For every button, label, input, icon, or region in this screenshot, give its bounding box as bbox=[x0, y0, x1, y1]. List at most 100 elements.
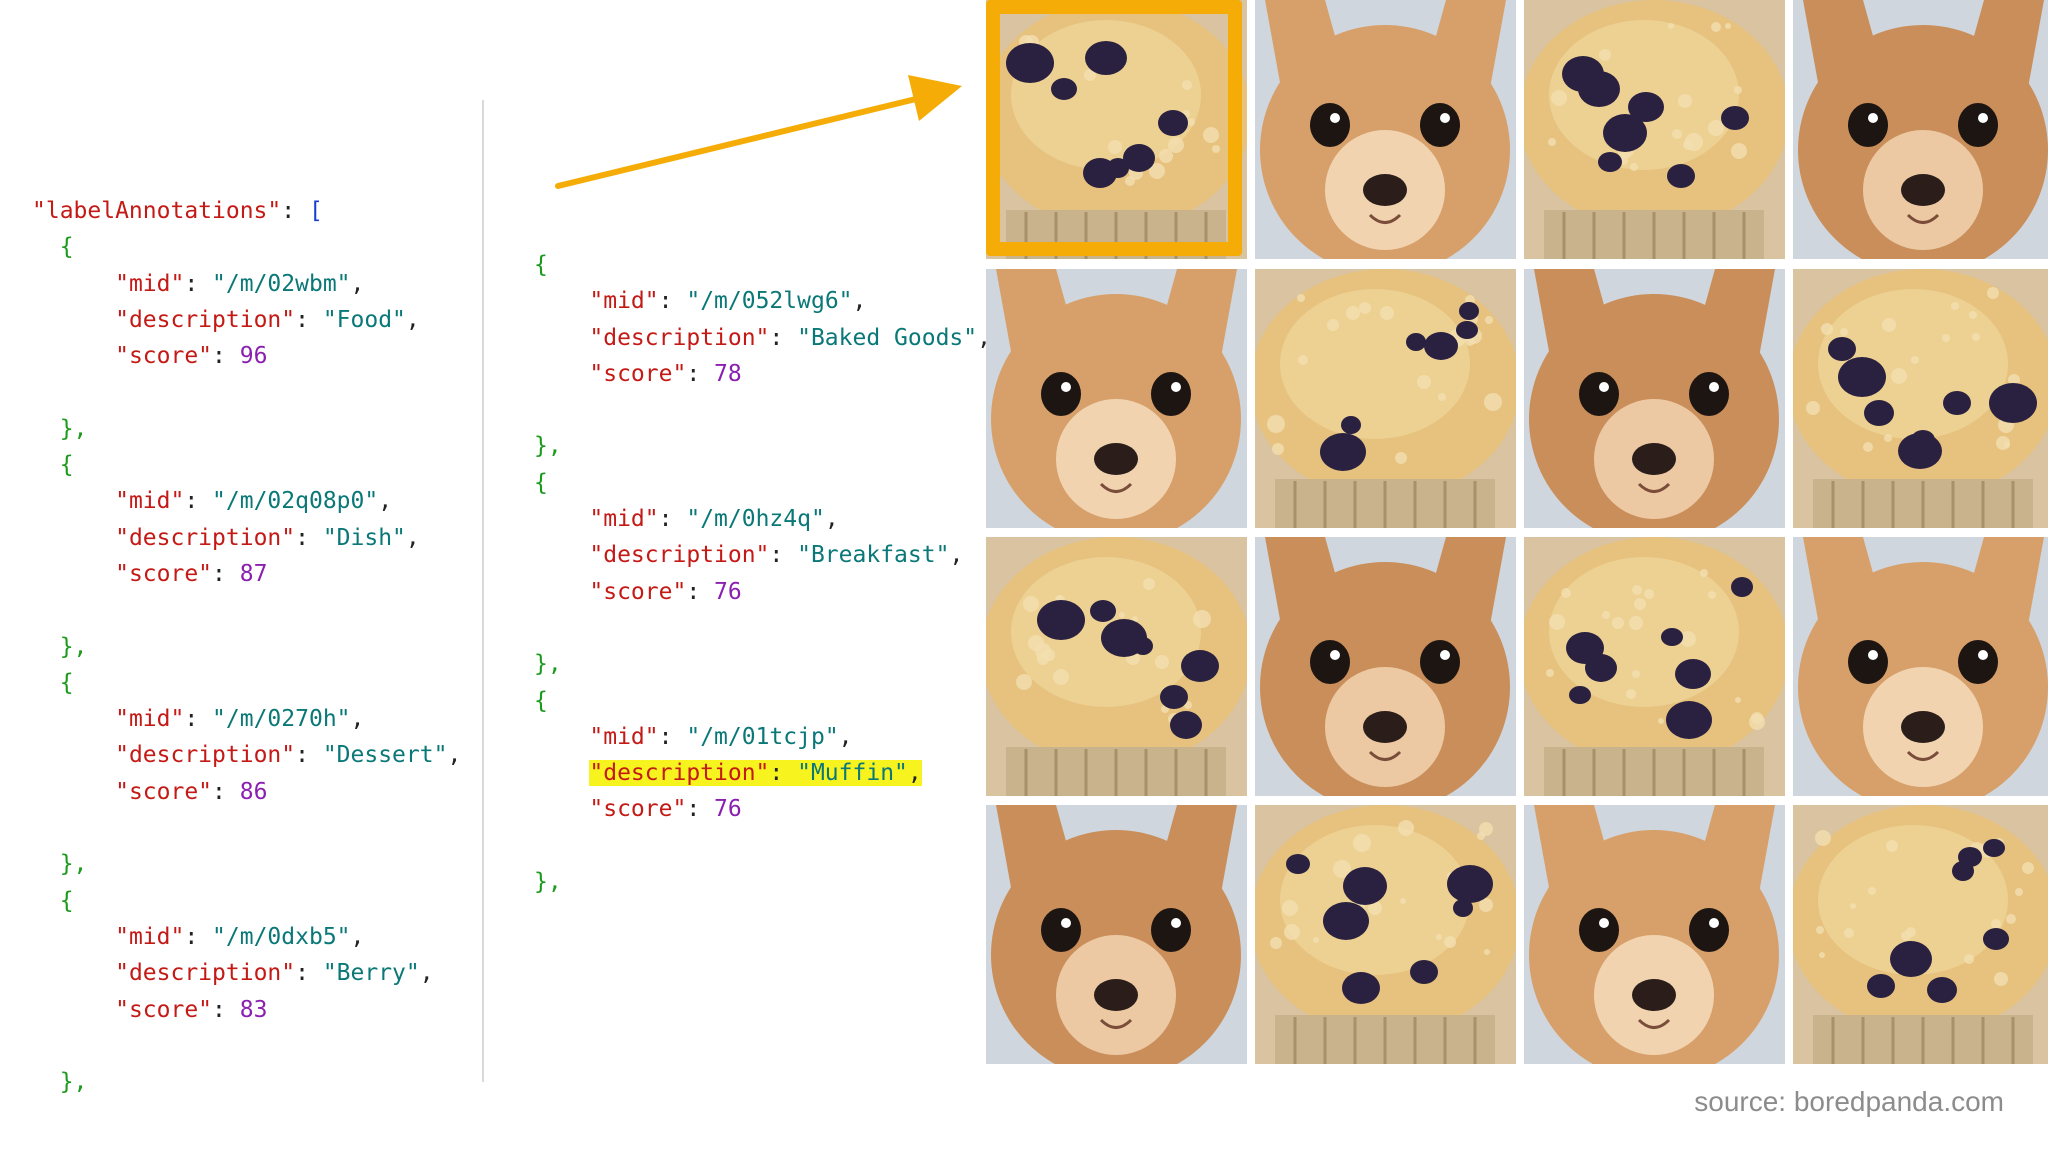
bracket-open: [ bbox=[308, 198, 323, 224]
colon: : bbox=[769, 324, 798, 351]
colon: : bbox=[212, 778, 240, 805]
muffin-photo bbox=[1793, 269, 2048, 528]
comma: , bbox=[824, 506, 839, 533]
colon: : bbox=[686, 796, 715, 823]
description-value: "Dessert" bbox=[322, 742, 448, 769]
colon: : bbox=[212, 996, 240, 1023]
description-value: "Food" bbox=[322, 306, 406, 333]
highlight-box bbox=[986, 0, 1242, 256]
brace-close: }, bbox=[59, 851, 88, 878]
header-key: "labelAnnotations" bbox=[32, 198, 282, 224]
key-score: "score" bbox=[589, 796, 687, 823]
key-description: "description" bbox=[589, 760, 770, 787]
chihuahua-photo bbox=[986, 805, 1247, 1064]
chihuahua-photo bbox=[1524, 805, 1785, 1064]
chihuahua-photo bbox=[986, 269, 1247, 528]
colon: : bbox=[658, 506, 687, 533]
comma: , bbox=[852, 288, 867, 315]
description-value: "Dish" bbox=[322, 524, 406, 551]
score-value: 83 bbox=[239, 996, 268, 1023]
brace-close: }, bbox=[534, 869, 562, 896]
brace-close: }, bbox=[534, 651, 562, 678]
comma: , bbox=[378, 488, 393, 515]
mid-value: "/m/0dxb5" bbox=[212, 923, 351, 950]
colon: : bbox=[295, 960, 323, 987]
comma: , bbox=[949, 542, 964, 569]
comma: , bbox=[419, 960, 434, 987]
comma: , bbox=[405, 524, 420, 551]
colon: : bbox=[686, 578, 715, 605]
comma: , bbox=[405, 306, 420, 333]
colon: : bbox=[295, 306, 323, 333]
mid-value: "/m/01tcjp" bbox=[686, 723, 839, 750]
muffin-photo bbox=[1255, 805, 1516, 1064]
key-score: "score" bbox=[589, 360, 687, 387]
key-mid: "mid" bbox=[589, 506, 659, 533]
key-mid: "mid" bbox=[589, 288, 659, 315]
colon: : bbox=[281, 198, 309, 224]
colon: : bbox=[769, 760, 798, 787]
comma: , bbox=[350, 706, 365, 733]
muffin-photo bbox=[986, 537, 1247, 796]
muffin-photo bbox=[1793, 805, 2048, 1064]
chihuahua-photo bbox=[1524, 269, 1785, 528]
colon: : bbox=[184, 270, 213, 297]
arrow-icon bbox=[555, 75, 962, 189]
chihuahua-photo bbox=[1793, 0, 2048, 259]
divider bbox=[482, 100, 484, 1082]
chihuahua-photo bbox=[1255, 537, 1516, 796]
score-value: 78 bbox=[714, 360, 742, 387]
comma: , bbox=[838, 723, 853, 750]
score-value: 96 bbox=[239, 343, 268, 370]
chihuahua-photo bbox=[1793, 537, 2048, 796]
key-score: "score" bbox=[589, 578, 687, 605]
key-description: "description" bbox=[115, 306, 296, 333]
colon: : bbox=[212, 343, 240, 370]
colon: : bbox=[769, 542, 798, 569]
muffin-photo bbox=[1255, 269, 1516, 528]
brace-close: }, bbox=[534, 433, 562, 460]
brace-open: { bbox=[534, 252, 548, 278]
left-json-block: "labelAnnotations": [ { "mid": "/m/02wbm… bbox=[32, 193, 461, 1100]
colon: : bbox=[658, 723, 687, 750]
mid-value: "/m/0hz4q" bbox=[686, 506, 825, 533]
brace-close: }, bbox=[59, 1069, 88, 1096]
colon: : bbox=[295, 524, 323, 551]
key-description: "description" bbox=[115, 524, 296, 551]
key-description: "description" bbox=[115, 742, 296, 769]
key-description: "description" bbox=[589, 324, 770, 351]
key-description: "description" bbox=[115, 960, 296, 987]
brace-open: { bbox=[534, 687, 548, 714]
brace-open: { bbox=[59, 234, 74, 261]
score-value: 87 bbox=[239, 560, 268, 587]
comma: , bbox=[907, 760, 922, 787]
image-grid bbox=[986, 0, 2048, 1064]
description-value: "Baked Goods" bbox=[797, 324, 978, 351]
key-score: "score" bbox=[115, 778, 213, 805]
right-json-block: { "mid": "/m/052lwg6", "description": "B… bbox=[534, 247, 991, 900]
key-mid: "mid" bbox=[115, 923, 185, 950]
key-mid: "mid" bbox=[115, 270, 185, 297]
key-score: "score" bbox=[115, 560, 213, 587]
mid-value: "/m/052lwg6" bbox=[686, 288, 853, 315]
brace-open: { bbox=[534, 469, 548, 496]
key-mid: "mid" bbox=[589, 723, 659, 750]
comma: , bbox=[350, 923, 365, 950]
score-value: 76 bbox=[714, 578, 742, 605]
key-mid: "mid" bbox=[115, 488, 185, 515]
mid-value: "/m/0270h" bbox=[212, 706, 351, 733]
key-score: "score" bbox=[115, 996, 213, 1023]
score-value: 76 bbox=[714, 796, 742, 823]
colon: : bbox=[184, 488, 213, 515]
colon: : bbox=[658, 288, 687, 315]
brace-close: }, bbox=[59, 633, 88, 660]
colon: : bbox=[184, 706, 213, 733]
brace-open: { bbox=[59, 887, 74, 914]
brace-open: { bbox=[59, 669, 74, 696]
mid-value: "/m/02wbm" bbox=[212, 270, 351, 297]
description-value: "Berry" bbox=[322, 960, 420, 987]
colon: : bbox=[212, 560, 240, 587]
brace-open: { bbox=[59, 452, 74, 479]
highlighted-description: "description": "Muffin", bbox=[589, 760, 922, 787]
mid-value: "/m/02q08p0" bbox=[212, 488, 379, 515]
